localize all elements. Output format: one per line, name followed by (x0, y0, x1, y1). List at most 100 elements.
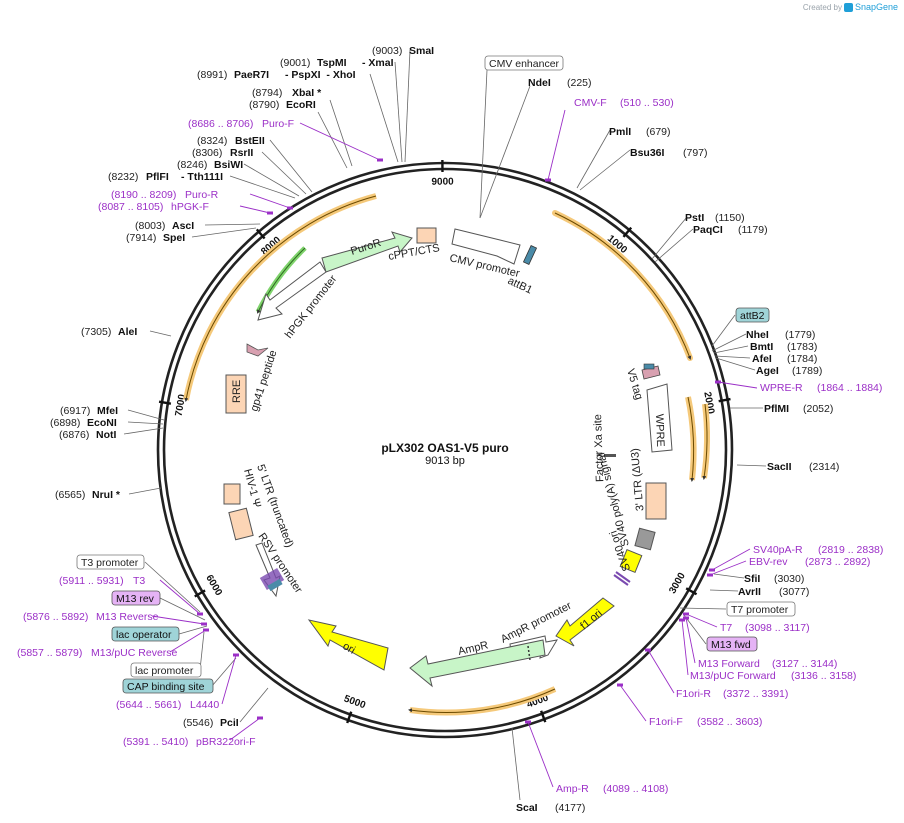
site-rsrii-name: RsrII (230, 147, 253, 159)
primer-cmv-f-range: (510 .. 530) (620, 97, 674, 109)
box-lac-promoter-text: lac promoter (135, 665, 194, 677)
site-sfii-name: SfiI (744, 573, 760, 585)
box-t3-promoter[interactable] (76, 554, 145, 570)
leader-line-23 (711, 333, 747, 352)
site-paqci-name: PaqCI (693, 224, 723, 236)
site-scai: ScaI(4177) (516, 802, 585, 814)
site-pflfi-pos: (8232) (108, 171, 138, 183)
primer-m13puc-reverse-range: (5857 .. 5879) (17, 647, 82, 659)
primer-t7: T7(3098 .. 3117) (720, 622, 810, 634)
leader-line-2 (369, 73, 399, 163)
site-tspmi: (9001) TspMI - XmaI (280, 57, 394, 69)
site-ecori-pos: (8790) (249, 99, 279, 111)
box-cap-binding[interactable] (122, 678, 214, 694)
leader-line-39 (211, 657, 237, 687)
primer-pbr322ori-f: (5391 .. 5410)pBR322ori-F (123, 736, 256, 748)
plasmid-name: pLX302 OAS1-V5 puro (381, 441, 508, 455)
primer-f1ori-f-name: F1ori-F (649, 716, 683, 728)
primer-labels: (8686 .. 8706)Puro-F (8190 .. 8209)Puro-… (17, 97, 883, 795)
primer-leader-1 (249, 193, 291, 209)
primer-hpgk-f: (8087 .. 8105)hPGK-F (98, 201, 209, 213)
site-sfii: SfiI(3030) (744, 573, 804, 585)
puror-arrow (321, 231, 413, 273)
tick-mark-3000 (685, 587, 698, 596)
primer-leader-9 (681, 619, 689, 676)
site-smai-pos: (9003) (372, 45, 402, 57)
primer-mark-16 (233, 653, 239, 657)
site-alei-name: AleI (118, 326, 137, 338)
site-sacii-name: SacII (767, 461, 792, 473)
box-lac-operator[interactable] (111, 626, 180, 642)
primer-cmv-f-name: CMV-F (574, 97, 607, 109)
site-tspmi-pos: (9001) (280, 57, 310, 69)
primer-leader-11 (619, 684, 647, 722)
site-paer7i: (8991)PaeR7I- PspXI - XhoI (197, 69, 356, 81)
primer-puro-r-range: (8190 .. 8209) (111, 189, 176, 201)
box-t7-promoter[interactable] (726, 601, 796, 617)
site-smai: (9003) SmaI (372, 45, 434, 57)
tick-label-3000: 3000 (667, 571, 688, 596)
leader-line-36 (159, 597, 206, 621)
primer-leader-6 (709, 560, 747, 576)
site-tspmi-extra: - XmaI (362, 57, 394, 69)
primer-leader-4 (717, 381, 758, 389)
primer-m13-forward-name: M13 Forward (698, 658, 760, 670)
primer-ebv-rev: EBV-rev(2873 .. 2892) (749, 556, 870, 568)
primer-mark-11 (617, 683, 623, 687)
box-m13-fwd[interactable] (706, 636, 758, 652)
leader-line-35 (144, 561, 201, 613)
box-cmv-enhancer[interactable] (484, 55, 564, 71)
primer-puro-r-name: Puro-R (185, 189, 219, 201)
leader-line-4 (317, 111, 348, 169)
primer-m13-reverse-range: (5876 .. 5892) (23, 611, 88, 623)
primer-m13-forward-range: (3127 .. 3144) (772, 658, 837, 670)
primer-m13puc-forward-name: M13/pUC Forward (690, 670, 776, 682)
box-cmv-enhancer-text: CMV enhancer (489, 58, 560, 70)
tick-mark-4000 (540, 710, 547, 723)
site-bmti-pos: (1783) (787, 341, 817, 353)
leader-line-18 (479, 85, 531, 219)
site-spei-name: SpeI (163, 232, 185, 244)
box-m13-rev[interactable] (111, 590, 161, 606)
primer-t3-name: T3 (133, 575, 145, 587)
primer-mark-0 (377, 158, 383, 162)
rre-feature (225, 374, 247, 414)
site-nhei: NheI(1779) (746, 329, 815, 341)
site-asci-name: AscI (172, 220, 194, 232)
primer-leader-2 (239, 205, 271, 214)
site-spei-pos: (7914) (126, 232, 156, 244)
site-bsu36i-name: Bsu36I (630, 147, 665, 159)
leader-line-22 (654, 228, 694, 263)
tick-label-6000: 6000 (203, 573, 224, 598)
primer-wpre-r-name: WPRE-R (760, 382, 803, 394)
primer-wpre-r: WPRE-R(1864 .. 1884) (760, 382, 882, 394)
site-smai-name: SmaI (409, 45, 434, 57)
tick-mark-1000 (622, 226, 633, 238)
primer-pbr322ori-f-range: (5391 .. 5410) (123, 736, 188, 748)
primer-mark-12 (525, 720, 531, 724)
leader-line-26 (715, 357, 756, 371)
primer-m13-forward: M13 Forward (3127 .. 3144) (698, 658, 837, 670)
site-bmti: BmtI(1783) (750, 341, 817, 353)
primer-mark-3 (545, 178, 551, 182)
box-lac-promoter[interactable] (130, 662, 202, 678)
primer-leader-15 (169, 629, 207, 653)
box-attb2[interactable] (735, 307, 770, 323)
leader-line-29 (713, 573, 745, 579)
primer-mark-14 (201, 622, 207, 626)
site-tspmi-name: TspMI (317, 57, 347, 69)
site-pmli-pos: (679) (646, 126, 671, 138)
site-mfei-name: MfeI (97, 405, 118, 417)
site-nrui-pos: (6565) (55, 489, 85, 501)
primer-m13puc-forward-range: (3136 .. 3158) (791, 670, 856, 682)
leader-line-15 (128, 487, 162, 495)
site-pflmi-pos: (2052) (803, 403, 833, 415)
leader-line-19 (576, 129, 611, 189)
leader-line-5 (269, 139, 313, 193)
label-rsv: RSV promoter (256, 531, 305, 596)
label-attb1: attB1 (506, 275, 534, 297)
site-econi-pos: (6898) (50, 417, 80, 429)
site-pflfi: (8232)PflFI- Tth111I (108, 171, 223, 183)
primer-puro-f-range: (8686 .. 8706) (188, 118, 253, 130)
primer-sv40pa-r-name: SV40pA-R (753, 544, 803, 556)
